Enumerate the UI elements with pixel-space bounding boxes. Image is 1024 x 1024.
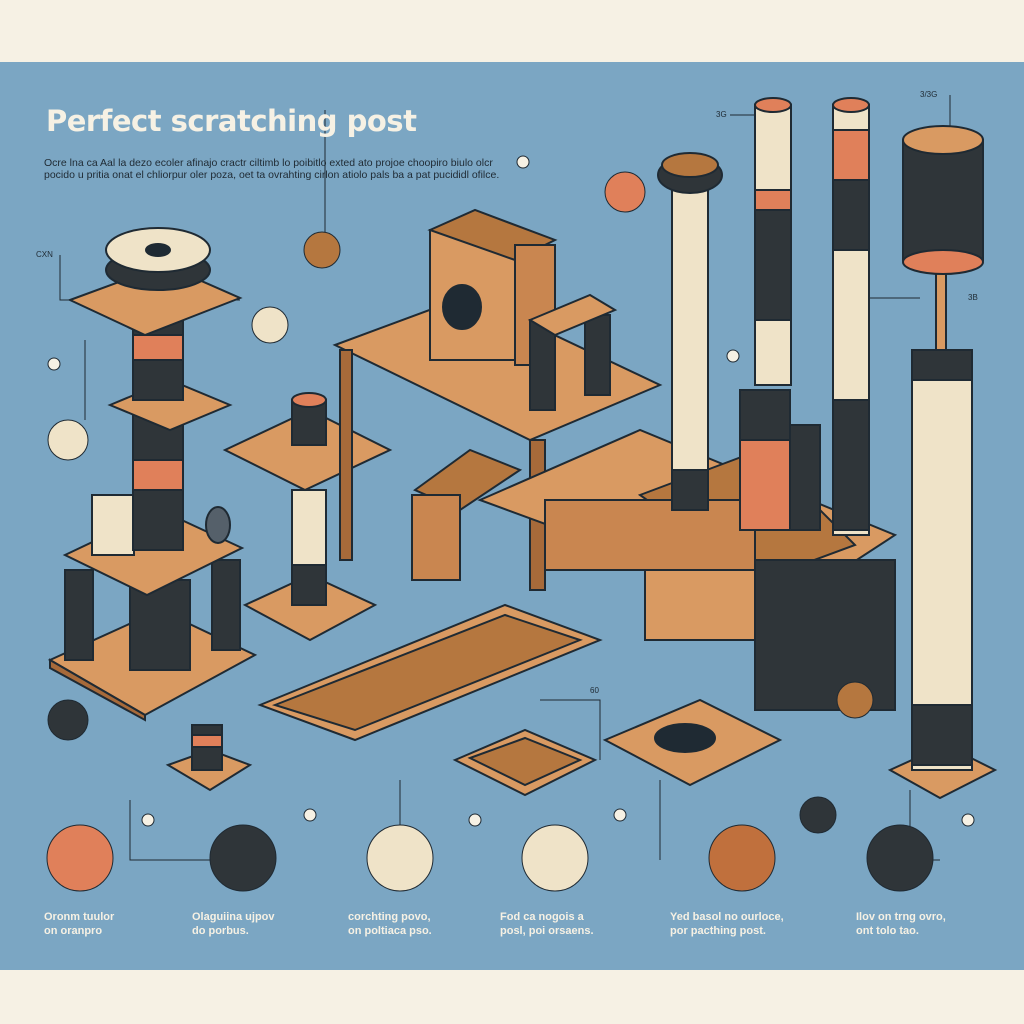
caption-line: corchting povo,: [348, 911, 431, 923]
toy-balls: [46, 171, 934, 892]
central-desk-structure: [332, 208, 898, 711]
caption-line: on oranpro: [44, 925, 103, 937]
caption-line: Yed basol no ourloce,: [670, 911, 784, 923]
label-3b: 3B: [968, 293, 978, 302]
caption-line: Oronm tuulor: [44, 911, 115, 923]
caption-line: Fod ca nogois a: [500, 911, 584, 923]
label-3-3g: 3/3G: [920, 90, 938, 99]
left-cat-tower: [47, 227, 258, 722]
label-60: 60: [590, 686, 599, 695]
caption-line: do porbus.: [192, 925, 249, 937]
caption-5: Yed basol no ourloce, por pacthing post.: [670, 910, 784, 938]
small-scratching-post: [222, 392, 393, 642]
marker-dots: [47, 155, 975, 827]
caption-1: Oronm tuulor on oranpro: [44, 910, 114, 938]
caption-line: Olaguiina ujpov: [192, 911, 275, 923]
intro-text: Ocre lna ca Aal la dezo ecoler afinajo c…: [44, 157, 500, 181]
caption-line: Ilov on trng ovro,: [856, 911, 946, 923]
caption-line: on poltiaca pso.: [348, 925, 432, 937]
label-3g: 3G: [716, 110, 727, 119]
caption-4: Fod ca nogois a posl, poi orsaens.: [500, 910, 594, 938]
caption-2: Olaguiina ujpov do porbus.: [192, 910, 275, 938]
tall-rope-posts: [657, 97, 870, 536]
caption-6: Ilov on trng ovro, ont tolo tao.: [856, 910, 946, 938]
caption-line: ont tolo tao.: [856, 925, 919, 937]
label-cxn: CXN: [36, 250, 53, 259]
scratch-mats: [165, 603, 783, 797]
page-title: Perfect scratching post: [46, 104, 417, 138]
caption-line: posl, poi orsaens.: [500, 925, 594, 937]
caption-line: por pacthing post.: [670, 925, 766, 937]
right-tall-post: [887, 125, 998, 800]
caption-3: corchting povo, on poltiaca pso.: [348, 910, 432, 938]
